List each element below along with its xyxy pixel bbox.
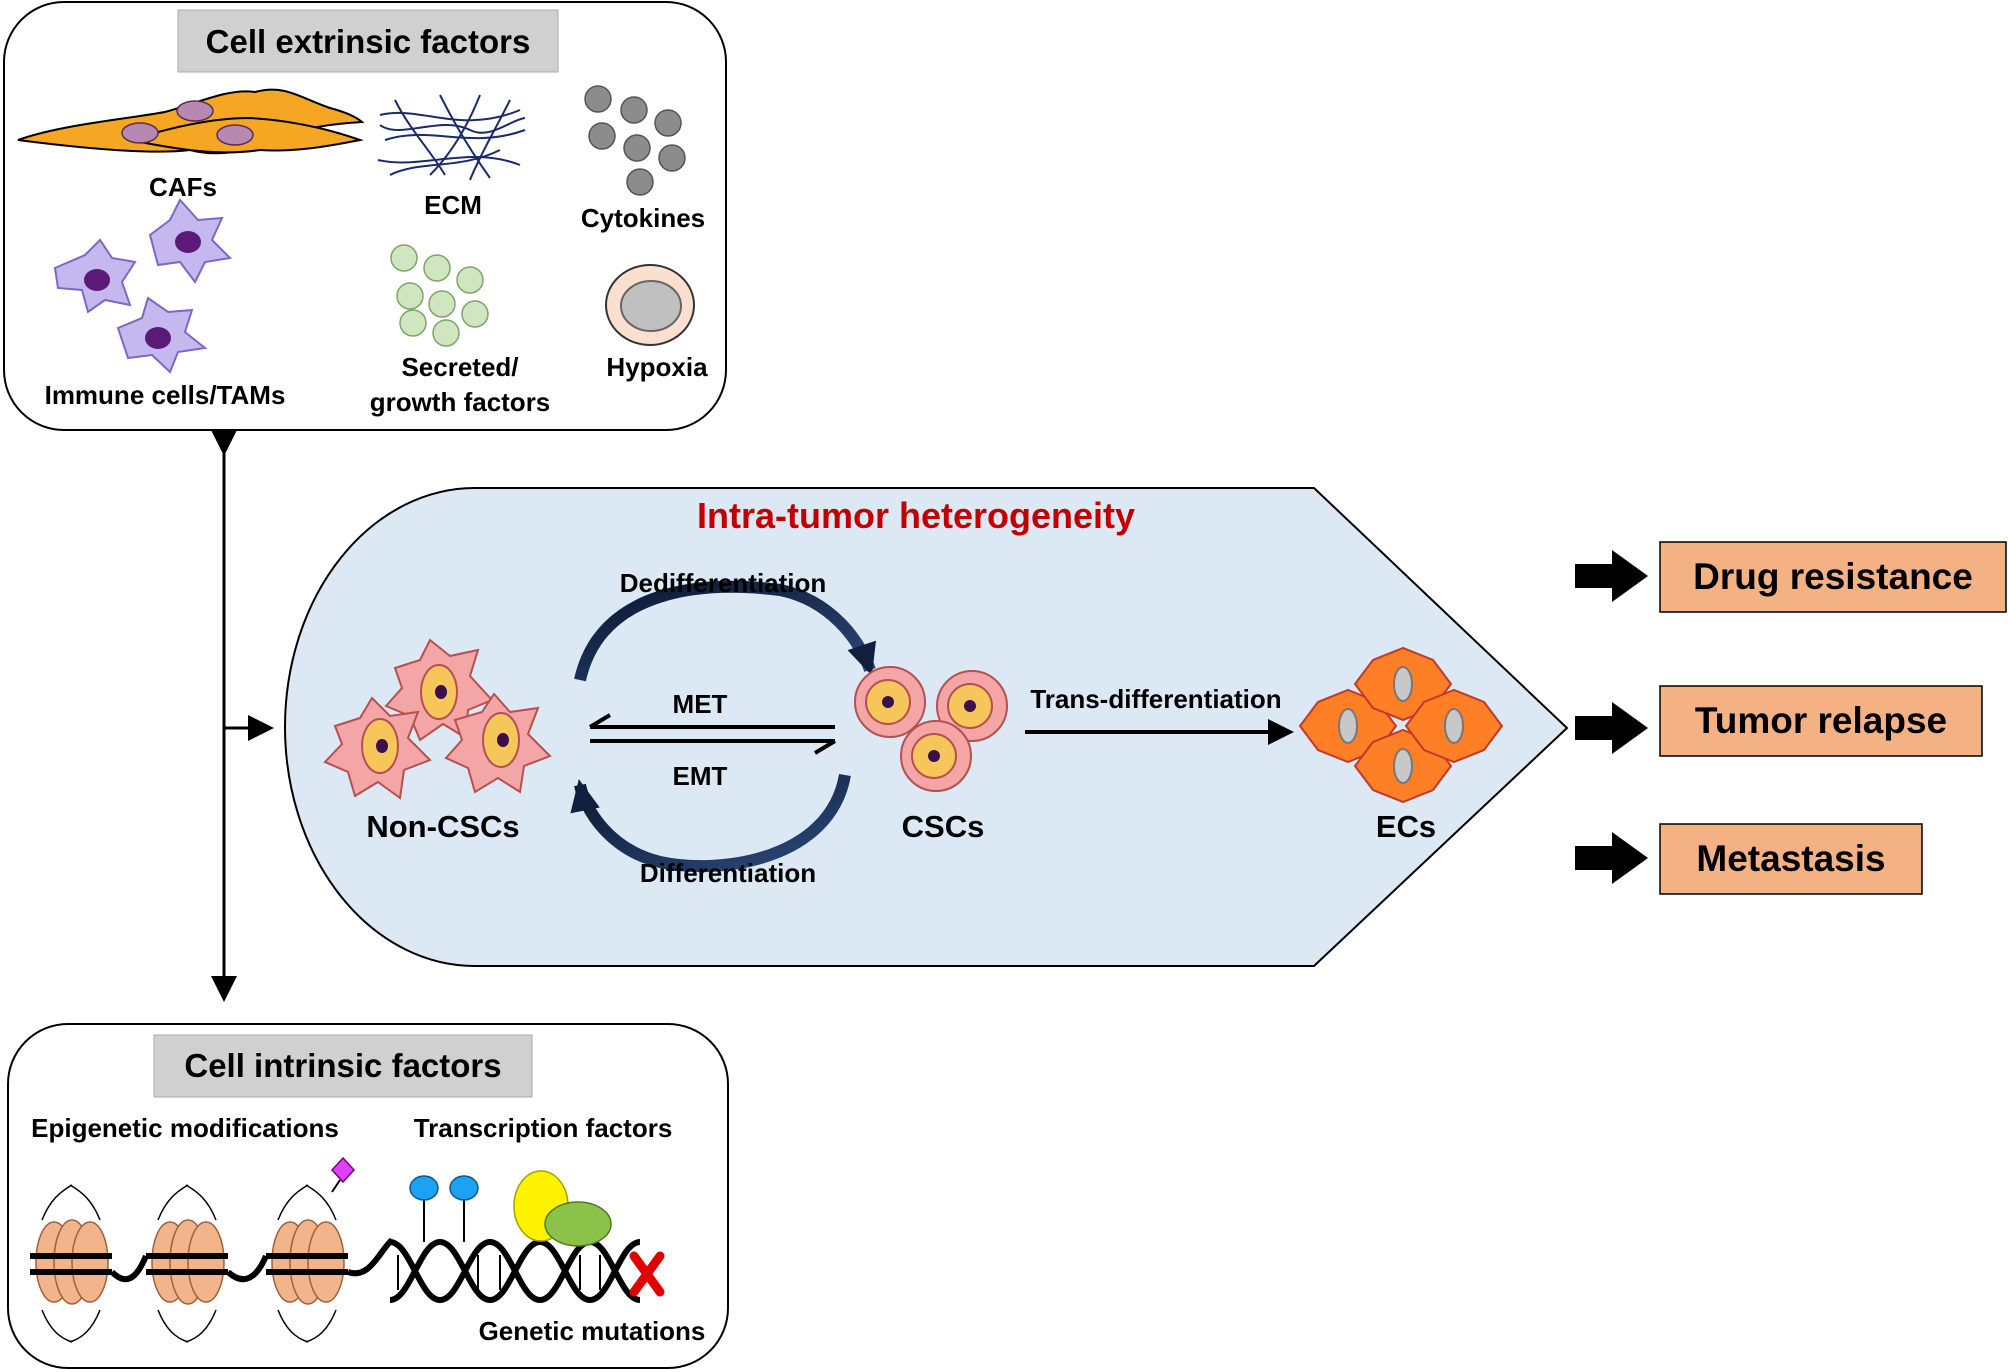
growth-factor-dots-icon [390,244,489,347]
ecm-fibers-icon [377,94,526,181]
factor-connector [211,430,274,1002]
epigenetic-label: Epigenetic modifications [31,1113,339,1143]
cscs-label: CSCs [902,809,985,844]
intrinsic-title: Cell intrinsic factors [184,1047,501,1084]
outcome-arrow-icon [1575,702,1648,754]
met-label: MET [673,689,728,719]
trans-label: Trans-differentiation [1030,684,1281,714]
dedifferentiation-label: Dedifferentiation [620,568,827,598]
mutations-label: Genetic mutations [479,1316,706,1346]
intrinsic-panel: Cell intrinsic factors Epigenetic modifi… [7,1023,729,1369]
ec-cells-icon [1298,646,1504,804]
outcome-label: Metastasis [1696,838,1885,879]
outcome-label: Drug resistance [1693,556,1973,597]
cytokines-label: Cytokines [581,203,705,233]
outcome-arrow-icon [1575,550,1648,602]
intrinsic-header [153,1034,533,1098]
ecm-label: ECM [424,190,482,220]
secreted-label-line2: growth factors [370,387,551,417]
extrinsic-panel: Cell extrinsic factors CAFs ECM [3,1,727,431]
secreted-label-line1: Secreted/ [401,352,518,382]
hypoxia-label: Hypoxia [606,352,708,382]
mutation-x-icon [629,1251,665,1297]
immune-label: Immune cells/TAMs [45,380,286,410]
transcription-label: Transcription factors [414,1113,673,1143]
methylation-mark-icon [330,1156,356,1184]
caf-cells-icon [17,88,365,155]
nucleosomes-icon [30,1156,395,1343]
hypoxia-cell-icon [605,264,695,346]
differentiation-arrow [570,773,851,873]
non-csc-cells-icon [323,638,552,800]
center-panel: Intra-tumor heterogeneity Dedifferentiat… [284,487,1569,967]
outcome-label: Tumor relapse [1695,700,1947,741]
non-cscs-label: Non-CSCs [366,809,519,844]
differentiation-label: Differentiation [640,858,816,888]
cytokine-dots-icon [584,85,686,196]
csc-cells-icon [854,666,1008,792]
extrinsic-title: Cell extrinsic factors [206,23,531,60]
outcome-arrow-icon [1575,832,1648,884]
dedifferentiation-arrow [574,580,876,682]
outcome-drug-resistance: Drug resistance [1575,541,2007,613]
dna-helix-icon [389,1238,641,1304]
immune-cells-icon [53,198,233,374]
outcome-metastasis: Metastasis [1575,823,1923,895]
center-title: Intra-tumor heterogeneity [697,495,1135,536]
ecs-label: ECs [1376,809,1436,844]
outcomes: Drug resistance Tumor relapse Metastasis [1575,541,2007,895]
extrinsic-header [177,9,559,73]
outcome-tumor-relapse: Tumor relapse [1575,685,1983,757]
emt-label: EMT [673,761,728,791]
transcription-factor-icons [409,1170,612,1247]
met-emt-arrows [588,713,837,755]
cafs-label: CAFs [149,172,217,202]
